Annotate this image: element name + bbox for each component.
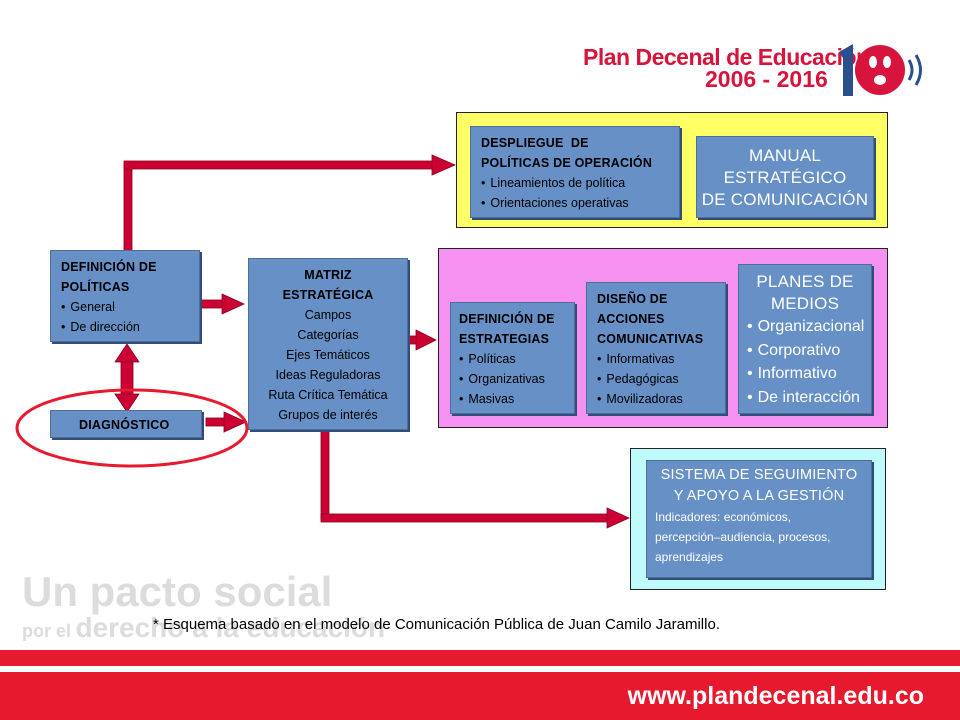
box-sistema-seguimiento: SISTEMA DE SEGUIMIENTO Y APOYO A LA GEST… — [646, 460, 872, 578]
logo: Plan Decenal de Educación 2006 - 2016 — [575, 40, 935, 100]
box-definicion-estrategias: DEFINICIÓN DE ESTRATEGIAS Políticas Orga… — [450, 302, 575, 414]
footer-url: www.plandecenal.edu.co — [627, 682, 924, 710]
watermark-suffix: derecho a la educación — [75, 612, 386, 643]
diagnostico-title: DIAGNÓSTICO — [79, 418, 170, 432]
connector-down — [320, 429, 330, 521]
footer-bar: www.plandecenal.edu.co — [0, 672, 960, 720]
connector-bottom — [320, 513, 610, 523]
logo-years: 2006 - 2016 — [705, 66, 828, 92]
planes-item: Organizacional — [747, 315, 865, 339]
connector-up — [123, 164, 133, 252]
arrow-to-seguimiento — [606, 507, 630, 529]
watermark-line-2: por el derecho a la educación — [22, 612, 385, 644]
connector-diagnostico-matriz — [205, 417, 227, 427]
planes-title-1: PLANES DE — [756, 272, 854, 291]
watermark-prefix: por el — [22, 621, 72, 641]
estrategias-title-1: DEFINICIÓN DE — [459, 312, 555, 326]
box-matriz-estrategica: MATRIZ ESTRATÉGICA Campos Categorías Eje… — [248, 258, 408, 430]
matriz-item: Ejes Temáticos — [286, 348, 370, 362]
estrategias-title-2: ESTRATEGIAS — [459, 332, 550, 346]
arrow-to-pink — [415, 329, 437, 351]
diseno-item: Pedagógicas — [597, 369, 715, 389]
planes-item: De interacción — [747, 386, 863, 410]
politicas-title-1: DEFINICIÓN DE — [61, 260, 157, 274]
arrow-up-double — [114, 343, 140, 363]
matriz-title-2: ESTRATÉGICA — [282, 288, 374, 302]
politicas-item: General — [61, 297, 189, 317]
connector-politicas-matriz — [199, 299, 225, 309]
box-diseno-acciones: DISEÑO DE ACCIONES COMUNICATIVAS Informa… — [586, 282, 726, 414]
politicas-title-2: POLÍTICAS — [61, 280, 130, 294]
despliegue-title-2: POLÍTICAS DE OPERACIÓN — [481, 156, 653, 170]
planes-item: Corporativo — [747, 339, 863, 363]
matriz-item: Campos — [304, 308, 352, 322]
box-despliegue-politicas: DESPLIEGUE DE POLÍTICAS DE OPERACIÓN Lin… — [470, 126, 680, 218]
box-diagnostico: DIAGNÓSTICO — [50, 410, 202, 438]
seguimiento-title-1: SISTEMA DE SEGUIMIENTO — [660, 467, 858, 483]
estrategias-item: Masivas — [459, 389, 566, 409]
manual-line-1: MANUAL — [748, 146, 822, 165]
arrow-to-despliegue — [431, 154, 457, 176]
matriz-item: Ideas Reguladoras — [275, 368, 381, 382]
estrategias-item: Políticas — [459, 349, 566, 369]
logo-badge-icon — [839, 44, 922, 96]
watermark-line-1: Un pacto social — [22, 568, 333, 615]
matriz-item: Categorías — [297, 328, 359, 342]
logo-title: Plan Decenal de Educación — [583, 44, 870, 70]
despliegue-item: Orientaciones operativas — [481, 193, 669, 213]
diseno-item: Movilizadoras — [597, 389, 715, 409]
matriz-title-1: MATRIZ — [304, 268, 352, 282]
seguimiento-title-2: Y APOYO A LA GESTIÓN — [673, 488, 845, 504]
box-planes-medios: PLANES DE MEDIOS Organizacional Corporat… — [738, 264, 872, 414]
manual-line-2: ESTRATÉGICO — [723, 168, 847, 187]
arrow-to-matriz-2 — [223, 411, 247, 433]
planes-item: Informativo — [747, 362, 863, 386]
box-manual-estrategico: MANUAL ESTRATÉGICO DE COMUNICACIÓN — [696, 136, 874, 218]
seguimiento-text-1: Indicadores: económicos, — [655, 510, 792, 524]
planes-title-2: MEDIOS — [770, 294, 840, 313]
despliegue-title-1: DESPLIEGUE DE — [481, 136, 589, 150]
highlight-circle — [15, 388, 249, 468]
diseno-item: Informativas — [597, 349, 715, 369]
politicas-item: De dirección — [61, 317, 189, 337]
manual-line-3: DE COMUNICACIÓN — [701, 190, 869, 209]
arrow-to-matriz-1 — [221, 293, 245, 315]
box-definicion-politicas: DEFINICIÓN DE POLÍTICAS General De direc… — [50, 250, 200, 342]
arrow-down-double — [114, 393, 140, 413]
matriz-item: Ruta Crítica Temática — [268, 388, 388, 402]
seguimiento-text-2: percepción–audiencia, procesos, — [655, 530, 831, 544]
estrategias-item: Organizativas — [459, 369, 566, 389]
despliegue-item: Lineamientos de política — [481, 173, 669, 193]
diseno-title-3: COMUNICATIVAS — [597, 332, 704, 346]
diseno-title-2: ACCIONES — [597, 312, 665, 326]
connector-top — [123, 160, 435, 170]
seguimiento-text-3: aprendizajes — [655, 550, 724, 564]
footer-stripe — [0, 650, 960, 666]
connector-vertical-double — [120, 357, 134, 399]
footnote: * Esquema basado en el modelo de Comunic… — [153, 616, 720, 633]
matriz-item: Grupos de interés — [278, 408, 378, 422]
diseno-title-1: DISEÑO DE — [597, 292, 668, 306]
